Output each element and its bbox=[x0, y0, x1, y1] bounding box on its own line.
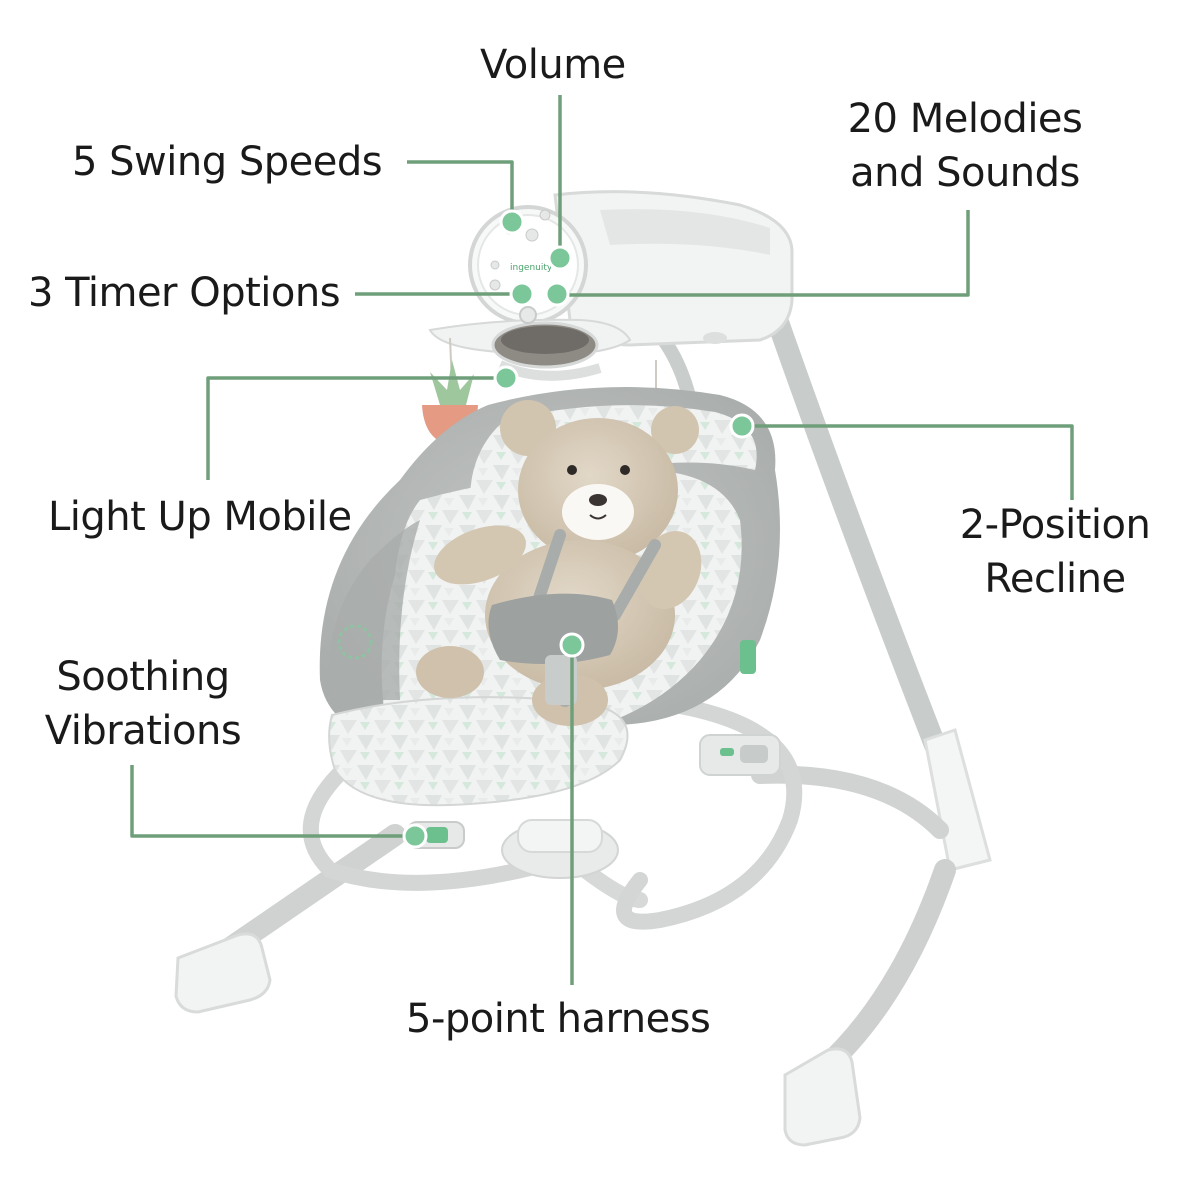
label-melodies-line1: 20 Melodies bbox=[847, 96, 1083, 142]
seat-front-cushion bbox=[328, 696, 629, 807]
label-recline-line1: 2-Position bbox=[959, 502, 1151, 548]
callout-line-recline bbox=[742, 424, 1074, 500]
callout-dot-melodies bbox=[544, 281, 570, 307]
label-melodies: 20 Melodies and Sounds bbox=[830, 92, 1100, 200]
callout-dot-harness bbox=[559, 632, 585, 658]
label-recline-line2: Recline bbox=[984, 556, 1126, 602]
label-recline: 2-Position Recline bbox=[940, 498, 1170, 606]
label-volume: Volume bbox=[480, 38, 626, 92]
callout-dot-timer bbox=[509, 281, 535, 307]
label-melodies-line2: and Sounds bbox=[850, 150, 1080, 196]
base-hub bbox=[501, 819, 619, 879]
label-timer-options: 3 Timer Options bbox=[28, 266, 341, 320]
frame-right-lower-leg bbox=[811, 859, 956, 1081]
label-swing-speeds-text: 5 Swing Speeds bbox=[72, 139, 383, 185]
callout-dot-volume bbox=[547, 245, 573, 271]
feet bbox=[174, 932, 862, 1147]
cactus-toy-leaves bbox=[430, 360, 474, 405]
callout-line-vibrations bbox=[130, 765, 415, 838]
callout-dot-vibrations bbox=[402, 823, 428, 849]
callout-dot-mobile bbox=[493, 365, 519, 391]
label-harness: 5-point harness bbox=[406, 992, 711, 1046]
rocker-right-loop bbox=[616, 692, 803, 930]
label-vibrations-line2: Vibrations bbox=[44, 708, 242, 754]
front-left-foot bbox=[174, 932, 272, 1014]
callout-line-swing-speeds bbox=[407, 160, 514, 222]
label-swing-speeds: 5 Swing Speeds bbox=[72, 135, 383, 189]
label-vibrations-line1: Soothing bbox=[56, 654, 230, 700]
label-vibrations: Soothing Vibrations bbox=[28, 650, 258, 758]
label-light-up-mobile-text: Light Up Mobile bbox=[48, 494, 352, 540]
callout-line-melodies bbox=[557, 210, 970, 297]
frame-right-joint bbox=[923, 728, 992, 872]
callout-dots bbox=[402, 209, 755, 849]
harness bbox=[488, 529, 661, 707]
rocker-left-loop bbox=[302, 747, 568, 891]
callout-dot-swing-speeds bbox=[499, 209, 525, 235]
label-light-up-mobile: Light Up Mobile bbox=[48, 490, 352, 544]
callout-lines bbox=[130, 95, 1074, 985]
frame-right-upright bbox=[761, 294, 946, 756]
label-timer-options-text: 3 Timer Options bbox=[28, 270, 341, 316]
seat-bracket-right bbox=[699, 734, 781, 776]
brand-logo: ingenuity bbox=[510, 263, 553, 273]
back-right-foot bbox=[783, 1047, 862, 1147]
swing-frame bbox=[209, 294, 992, 1081]
harness-pad bbox=[488, 593, 619, 664]
side-emblem bbox=[337, 624, 373, 660]
side-tab-right bbox=[740, 640, 756, 674]
callout-dot-recline bbox=[729, 413, 755, 439]
label-volume-text: Volume bbox=[480, 42, 626, 88]
label-harness-text: 5-point harness bbox=[406, 996, 711, 1042]
callout-line-mobile bbox=[206, 376, 505, 480]
